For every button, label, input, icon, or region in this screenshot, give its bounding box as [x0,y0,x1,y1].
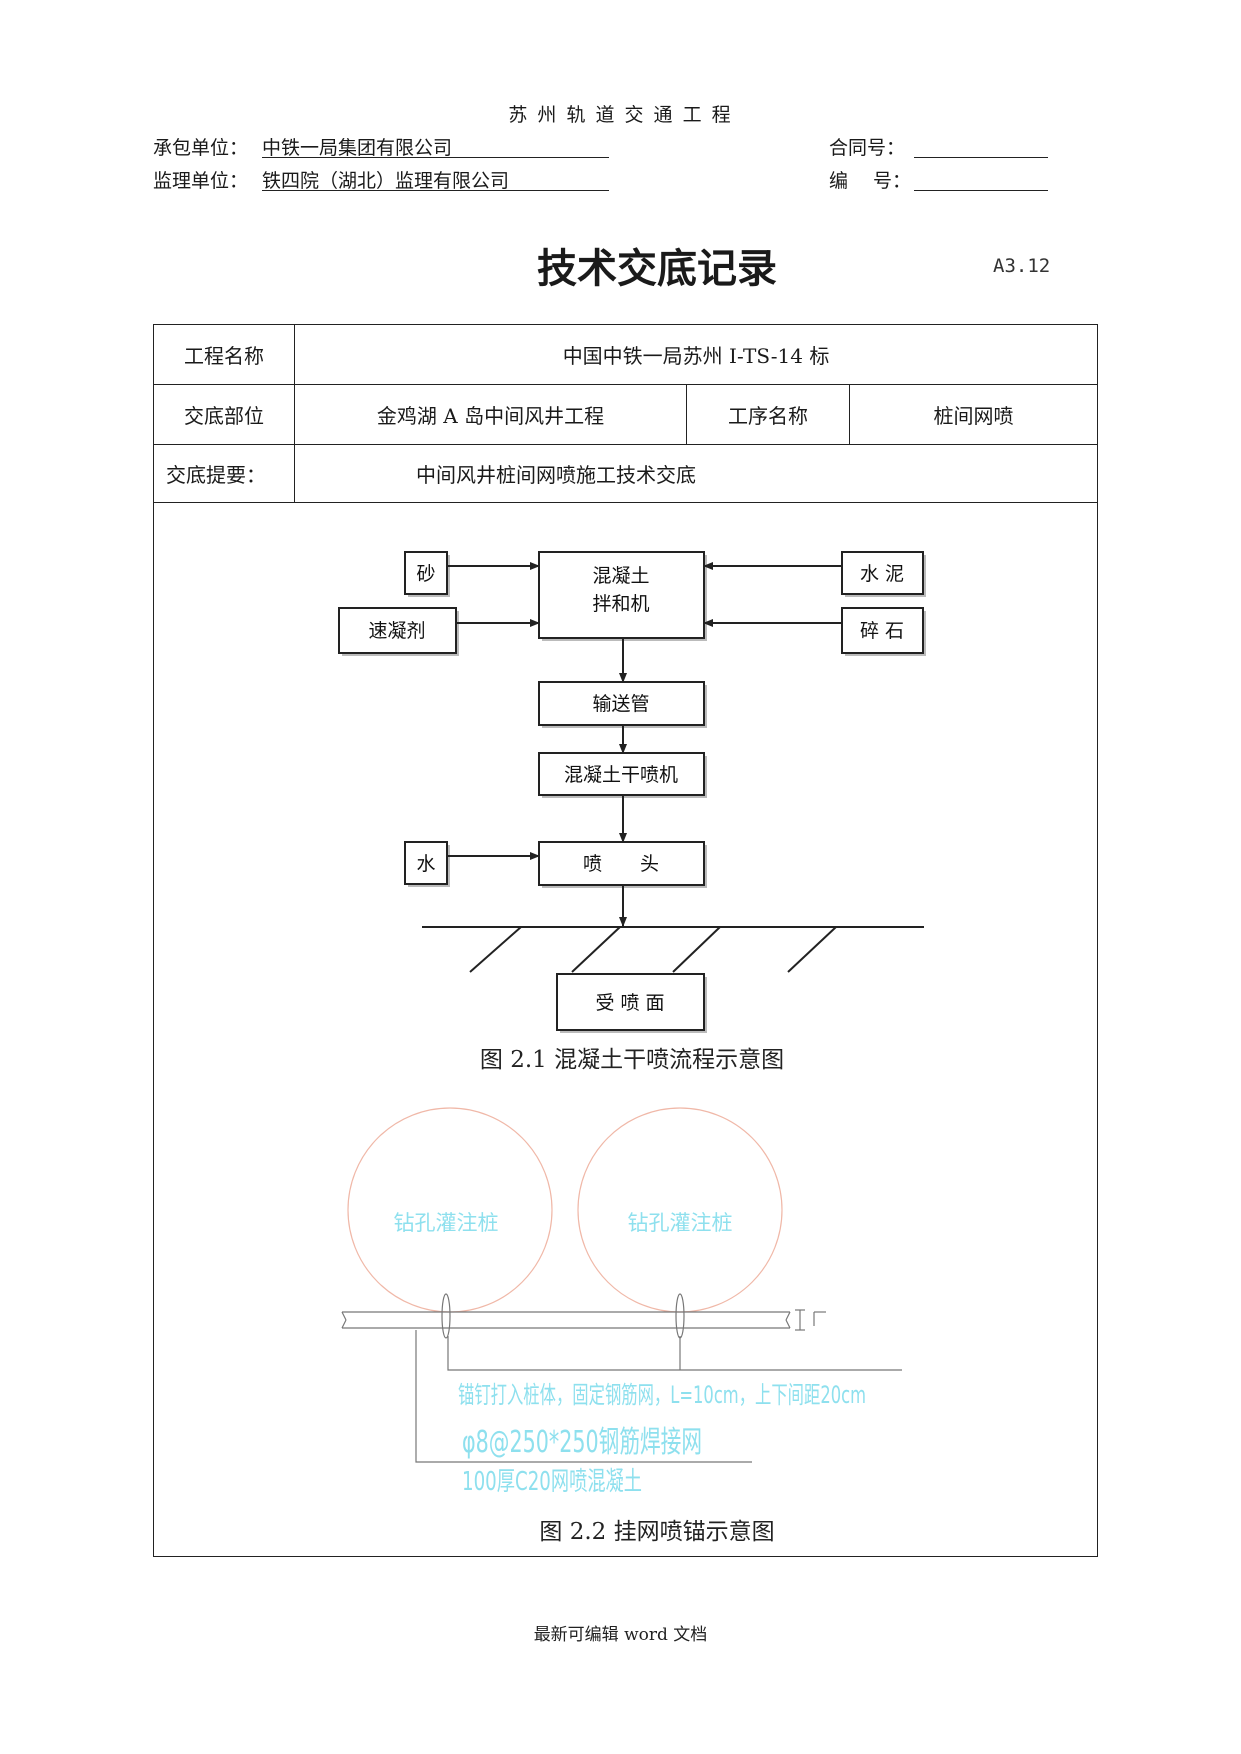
project-title: 苏 州 轨 道 交 通 工 程 [508,104,733,126]
disclosure-form: 工程名称 中国中铁一局苏州 I-TS-14 标 交底部位 金鸡湖 A 岛中间风井… [152,324,1099,1557]
contract-no-label: 合同号： [829,137,906,159]
contractor-label: 承包单位： [153,137,249,159]
location-value: 金鸡湖 A 岛中间风井工程 [294,384,687,445]
process-label: 工序名称 [686,384,850,445]
contractor-value: 中铁一局集团有限公司 [262,137,453,159]
serial-no-label: 编 号： [829,170,912,192]
project-name-value: 中国中铁一局苏州 I-TS-14 标 [293,324,1099,385]
location-label: 交底部位 [153,384,295,445]
contractor-underline [262,157,609,158]
document-title: 技术交底记录 [537,246,777,292]
summary-label: 交底提要： [153,444,295,503]
form-code: A3.12 [993,255,1051,277]
summary-value: 中间风井桩间网喷施工技术交底 [293,444,1099,503]
project-name-label: 工程名称 [153,324,295,385]
contract-no-field [914,157,1048,158]
process-value: 桩间网喷 [848,384,1099,445]
supervisor-label: 监理单位： [153,170,249,192]
supervisor-value: 铁四院（湖北）监理有限公司 [262,170,510,192]
serial-no-field [914,190,1048,191]
diagram-cell [152,502,1099,1557]
supervisor-underline [262,190,609,191]
footer-text: 最新可编辑 word 文档 [533,1625,708,1645]
